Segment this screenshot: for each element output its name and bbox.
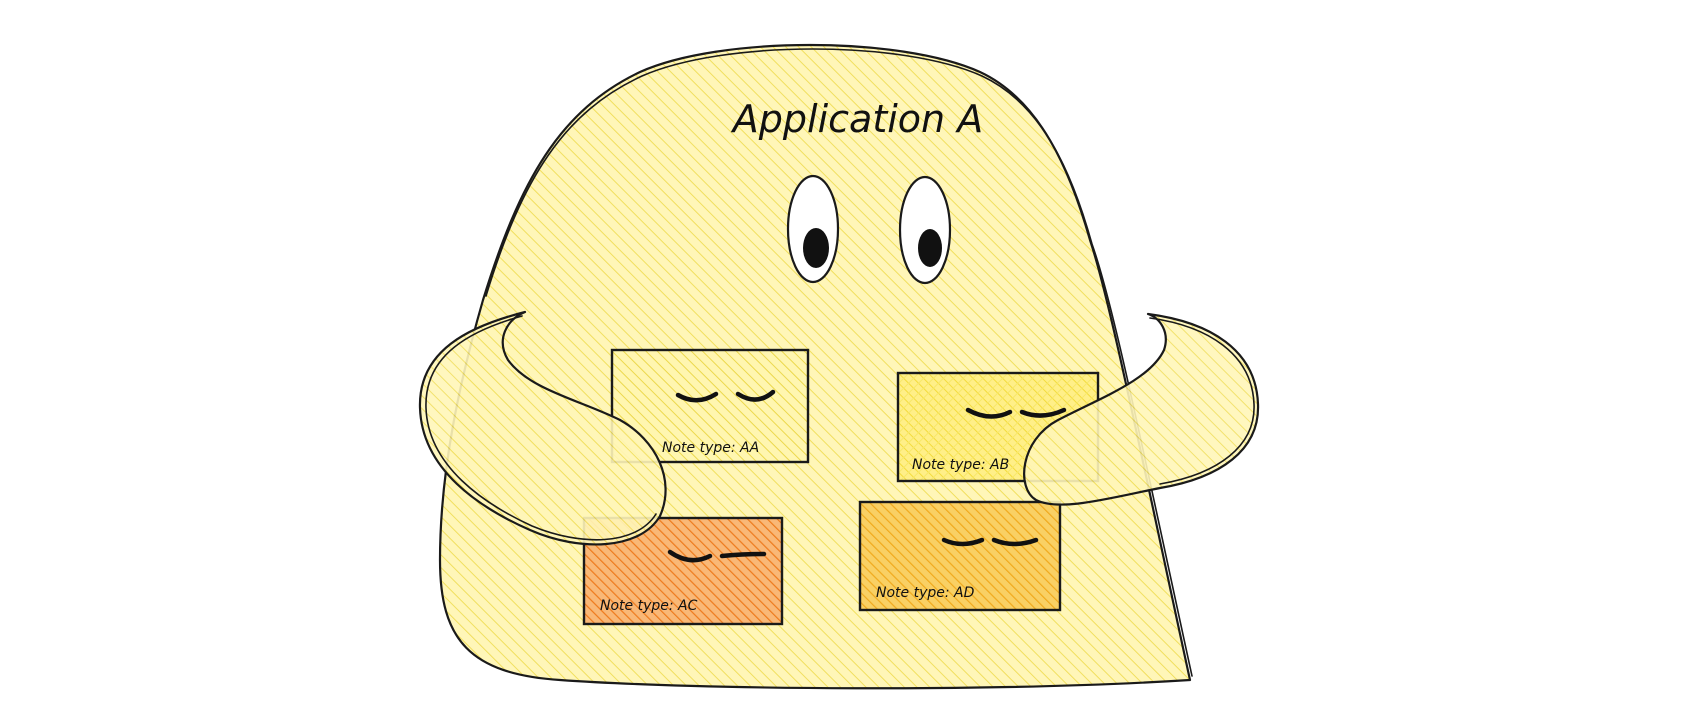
note-label-ad: Note type: AD xyxy=(876,585,975,601)
diagram-title: Application A xyxy=(730,97,983,141)
application-body xyxy=(438,43,1193,690)
right-eye xyxy=(898,175,952,285)
left-arm xyxy=(418,310,667,546)
note-card-ad: Note type: AD xyxy=(858,500,1062,612)
note-label-ac: Note type: AC xyxy=(600,598,698,614)
note-label-aa: Note type: AA xyxy=(662,440,759,456)
note-label-ab: Note type: AB xyxy=(912,457,1009,473)
right-arm xyxy=(1023,312,1260,506)
left-eye xyxy=(786,174,840,284)
note-card-ac: Note type: AC xyxy=(582,516,784,626)
